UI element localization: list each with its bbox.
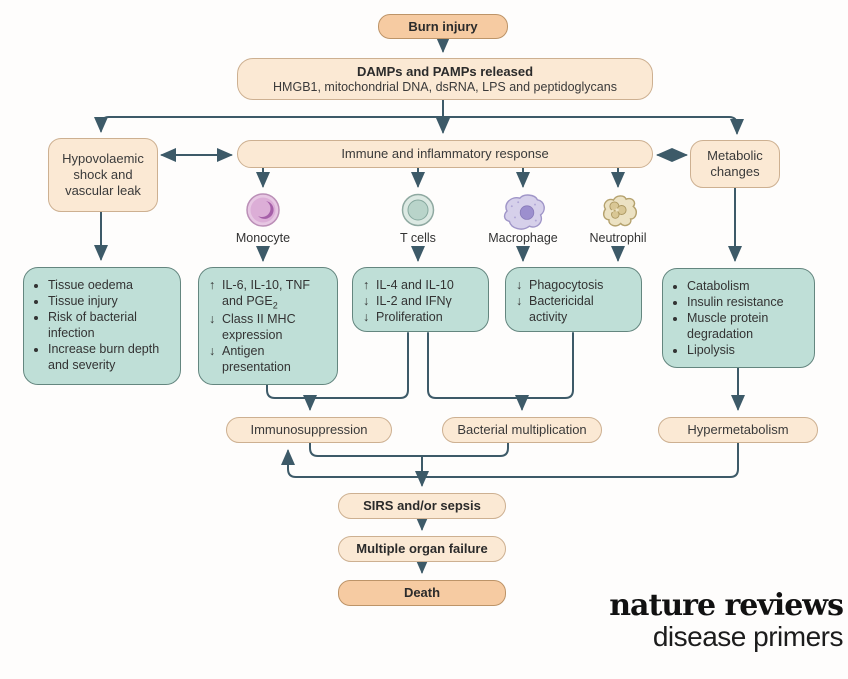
metabolic-effect-item: Muscle protein degradation bbox=[687, 310, 804, 342]
effect-row: ↓ Bactericidal activity bbox=[516, 293, 631, 325]
t-cells-label: T cells bbox=[400, 231, 436, 245]
metabolic-effects-box: Catabolism Insulin resistance Muscle pro… bbox=[662, 268, 815, 368]
hypovolaemic-shock-box: Hypovolaemic shock and vascular leak bbox=[48, 138, 158, 212]
up-arrow-glyph: ↑ bbox=[363, 278, 370, 292]
bacterial-multiplication-box: Bacterial multiplication bbox=[442, 417, 602, 443]
sirs-sepsis-box: SIRS and/or sepsis bbox=[338, 493, 506, 519]
down-arrow-glyph: ↓ bbox=[363, 310, 370, 324]
immunosuppression-box: Immunosuppression bbox=[226, 417, 392, 443]
damps-pamps-box: DAMPs and PAMPs released HMGB1, mitochon… bbox=[237, 58, 653, 100]
effect-row: ↑ IL-4 and IL-10 bbox=[363, 277, 478, 293]
effect-row: ↓ Antigen presentation bbox=[209, 343, 327, 375]
down-arrow-glyph: ↓ bbox=[516, 294, 523, 308]
effect-text: Antigen presentation bbox=[222, 343, 291, 374]
metabolic-effect-item: Insulin resistance bbox=[687, 294, 804, 310]
effect-row: ↓ Phagocytosis bbox=[516, 277, 631, 293]
effect-row: ↓ Proliferation bbox=[363, 309, 478, 325]
death-box: Death bbox=[338, 580, 506, 606]
phagocyte-effects-box: ↓ Phagocytosis ↓ Bactericidal activity bbox=[505, 267, 642, 332]
metabolic-effect-item: Catabolism bbox=[687, 278, 804, 294]
down-arrow-glyph: ↓ bbox=[516, 278, 523, 292]
metabolic-changes-box: Metabolic changes bbox=[690, 140, 780, 188]
down-arrow-glyph: ↓ bbox=[209, 311, 216, 326]
down-arrow-glyph: ↓ bbox=[363, 294, 370, 308]
effect-text: IL-2 and IFNγ bbox=[376, 294, 452, 308]
effect-text: Phagocytosis bbox=[529, 278, 604, 292]
hypermetabolism-box: Hypermetabolism bbox=[658, 417, 818, 443]
immune-response-box: Immune and inflammatory response bbox=[237, 140, 653, 168]
monocyte-label: Monocyte bbox=[235, 231, 291, 245]
tcell-effects-box: ↑ IL-4 and IL-10 ↓ IL-2 and IFNγ ↓ Proli… bbox=[352, 267, 489, 332]
shock-effect-item: Risk of bacterial infection bbox=[48, 309, 170, 341]
effect-text: Proliferation bbox=[376, 310, 443, 324]
logo-nature-reviews: nature reviews bbox=[609, 588, 844, 623]
burn-injury-box: Burn injury bbox=[378, 14, 508, 39]
macrophage-label: Macrophage bbox=[488, 231, 558, 245]
neutrophil-label: Neutrophil bbox=[589, 231, 647, 245]
logo-disease-primers: disease primers bbox=[652, 621, 844, 652]
monocyte-icon bbox=[246, 193, 280, 227]
down-arrow-glyph: ↓ bbox=[209, 343, 216, 358]
metabolic-effect-item: Lipolysis bbox=[687, 342, 804, 358]
shock-effect-item: Increase burn depth and severity bbox=[48, 341, 170, 373]
organ-failure-box: Multiple organ failure bbox=[338, 536, 506, 562]
t-cell-icon bbox=[401, 193, 435, 227]
macrophage-icon bbox=[503, 194, 545, 230]
effect-row: ↑ IL-6, IL-10, TNF and PGE2 bbox=[209, 277, 327, 311]
shock-effects-box: Tissue oedema Tissue injury Risk of bact… bbox=[23, 267, 181, 385]
shock-effect-item: Tissue injury bbox=[48, 293, 170, 309]
effect-row: ↓ Class II MHC expression bbox=[209, 311, 327, 343]
effect-text: IL-4 and IL-10 bbox=[376, 278, 454, 292]
effect-text: Class II MHC expression bbox=[222, 311, 296, 342]
effect-text: IL-6, IL-10, TNF and PGE2 bbox=[222, 278, 310, 311]
effect-row: ↓ IL-2 and IFNγ bbox=[363, 293, 478, 309]
effect-text: Bactericidal activity bbox=[529, 294, 594, 324]
journal-logo: nature reviews disease primers bbox=[540, 588, 844, 652]
shock-effect-item: Tissue oedema bbox=[48, 277, 170, 293]
damps-title: DAMPs and PAMPs released bbox=[356, 63, 534, 79]
up-arrow-glyph: ↑ bbox=[209, 278, 216, 292]
monocyte-effects-box: ↑ IL-6, IL-10, TNF and PGE2 ↓ Class II M… bbox=[198, 267, 338, 385]
neutrophil-icon bbox=[602, 195, 637, 227]
damps-detail: HMGB1, mitochondrial DNA, dsRNA, LPS and… bbox=[273, 79, 617, 94]
